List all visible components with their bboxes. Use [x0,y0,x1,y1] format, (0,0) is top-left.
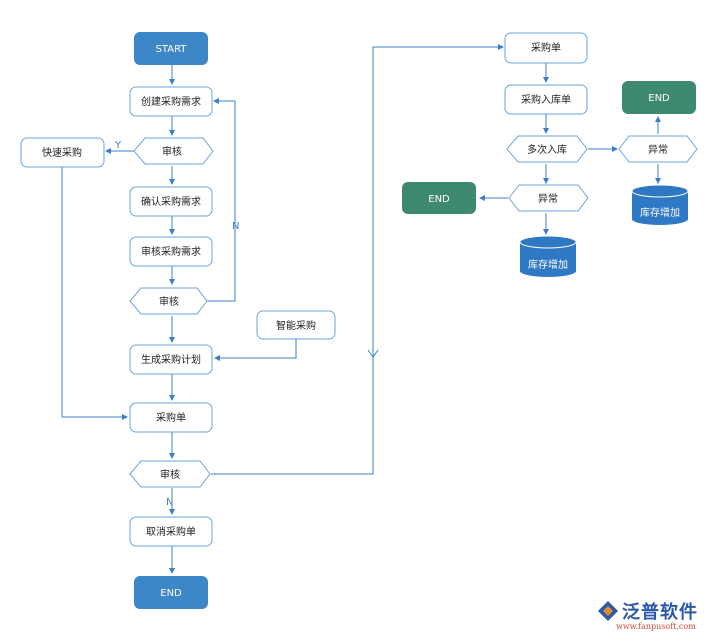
edge-review3-poright [211,44,504,475]
create-req-node [129,86,213,117]
confirm-req-node [129,186,213,217]
confirm-req-label: 确认采购需求 [141,195,201,208]
edge-label-n-loop: N [232,221,239,232]
end-mid-node [402,182,476,214]
end-left-label: END [160,588,182,599]
end-top-right-node [622,81,696,114]
review-req-node [129,236,213,267]
review1-label: 审核 [162,145,182,158]
edge-quick-po [61,167,128,420]
end-mid-label: END [428,194,450,205]
review2-node [129,287,208,315]
gen-plan-node [129,344,213,375]
po-right-label: 采购单 [531,41,561,54]
review3-node [129,460,211,488]
quick-purchase-node [20,137,105,168]
cancel-po-label: 取消采购单 [146,525,196,538]
po-label: 采购单 [156,411,186,424]
end-top-right-label: END [648,93,670,104]
edge-label-y: Y [114,140,122,151]
stock-inc-mid-db [519,235,577,277]
review3-label: 审核 [160,468,180,481]
multi-inbound-node [506,135,588,163]
gen-plan-label: 生成采购计划 [141,353,201,366]
start-node [134,32,208,65]
brand-url: www.fanpusoft.com [616,622,696,631]
exception-mid-label: 异常 [538,192,558,205]
brand-logo-icon [598,601,618,621]
create-req-label: 创建采购需求 [141,95,201,108]
exception-right-label: 异常 [648,143,668,156]
stock-inc-mid-label: 库存增加 [528,258,568,271]
stock-inc-right-db [631,184,689,225]
connectors [61,44,661,574]
start-label: START [156,44,188,55]
smart-purchase-label: 智能采购 [276,319,316,332]
exception-mid-node [508,184,589,212]
po-node [129,402,213,433]
brand-watermark: 泛普软件 www.fanpusoft.com [596,598,721,640]
review-req-label: 审核采购需求 [141,245,201,258]
edge-review2-loop [206,98,236,302]
edge-label-n-down: N [166,497,173,508]
review2-label: 审核 [159,295,179,308]
brand-name: 泛普软件 [622,602,698,623]
end-left-node [134,576,208,609]
multi-inbound-label: 多次入库 [527,143,567,156]
smart-purchase-node [256,310,336,340]
po-inbound-node [504,84,588,115]
quick-purchase-label: 快速采购 [42,146,82,159]
stock-inc-right-label: 库存增加 [640,206,680,219]
review1-node [133,137,214,165]
exception-right-node [618,135,698,163]
edge-smart-plan [214,339,297,361]
po-inbound-label: 采购入库单 [521,93,571,106]
po-right-node [504,32,588,64]
arrow-down-chevron [367,349,379,358]
cancel-po-node [129,516,213,547]
